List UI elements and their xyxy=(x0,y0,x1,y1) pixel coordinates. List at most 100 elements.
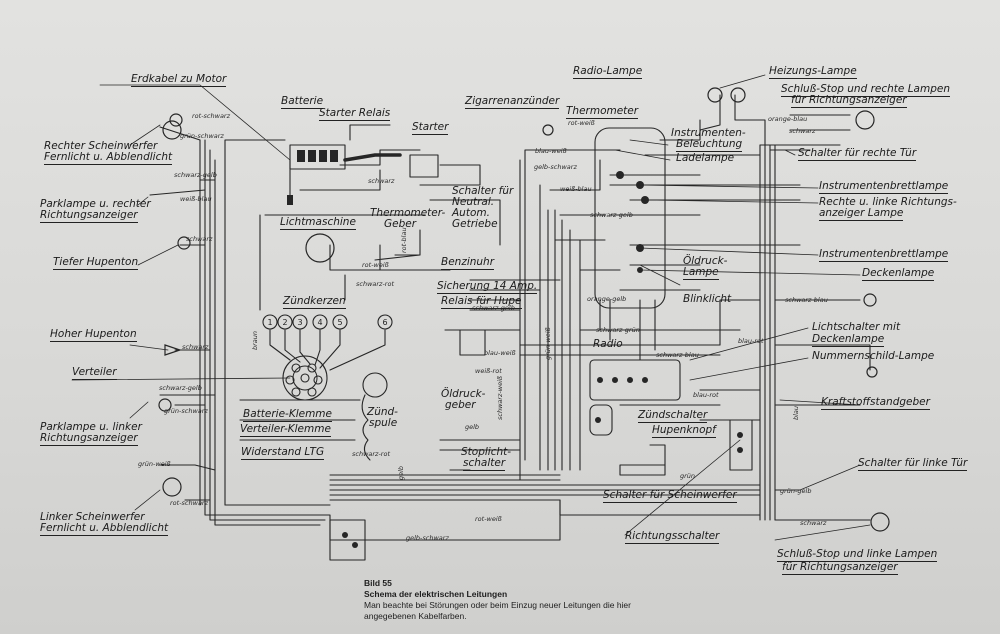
spark-plug-leads xyxy=(269,329,386,371)
label-ladelampe: Ladelampe xyxy=(676,152,735,164)
plug-3: 3 xyxy=(297,318,302,327)
wire-label: schwarz-gelb xyxy=(472,304,515,312)
wire-label: rot-weiß xyxy=(568,119,595,127)
direction-switch-box xyxy=(729,419,753,471)
label-lichtmaschine: Lichtmaschine xyxy=(280,216,356,230)
label-rechte-linke-2: anzeiger Lampe xyxy=(819,207,904,221)
harness-bottom-loop xyxy=(204,504,331,541)
wire-label: schwarz xyxy=(182,343,209,351)
label-oeldruck-lampe-1: Öldruck- xyxy=(683,255,728,267)
label-nummernschild: Nummernschild-Lampe xyxy=(812,350,935,362)
label-schalter-scheinwerfer: Schalter für Scheinwerfer xyxy=(603,489,737,503)
caption-number: Bild 55 xyxy=(364,578,392,588)
label-schalter-neutral-1: Schalter für xyxy=(452,185,514,197)
wire-label: schwarz xyxy=(186,235,213,243)
harness-top-trunk xyxy=(224,139,331,506)
plug-6: 6 xyxy=(382,318,387,327)
ignition-coil xyxy=(362,372,388,398)
harness-right-trunk xyxy=(759,144,776,521)
caption-title: Schema der elektrischen Leitungen xyxy=(364,589,508,599)
label-schluss-links-1: Schluß-Stop und linke Lampen xyxy=(777,548,938,562)
label-thermometer: Thermometer xyxy=(566,105,639,119)
wire-label: schwarz-gelb xyxy=(590,211,633,219)
wire-label: grün-weiß xyxy=(544,327,552,360)
label-sicherung: Sicherung 14 Amp. xyxy=(437,280,538,294)
label-parklampe-rechts-1: Parklampe u. rechter xyxy=(40,198,151,210)
wire-label: grün-schwarz xyxy=(180,132,224,140)
label-linker-sw-1: Linker Scheinwerfer xyxy=(40,511,145,523)
label-instr-bel-1: Instrumenten- xyxy=(671,127,746,139)
label-zuendspule-1: Zünd- xyxy=(367,406,398,418)
label-stoplicht-2: schalter xyxy=(463,457,506,471)
wire-label: weiß-blau xyxy=(180,195,212,203)
label-schluss-rechts-1: Schluß-Stop und rechte Lampen xyxy=(781,83,950,97)
label-instr-bel-2: Beleuchtung xyxy=(676,138,743,152)
figure-caption: Bild 55 Schema der elektrischen Leitunge… xyxy=(364,578,631,622)
label-hupenknopf: Hupenknopf xyxy=(652,424,716,438)
wire-label: schwarz xyxy=(800,519,827,527)
wire-label: schwarz-rot xyxy=(352,450,391,458)
label-tiefer-hupenton: Tiefer Hupenton xyxy=(53,256,139,270)
wire-label: schwarz xyxy=(789,127,816,135)
label-lichtschalter-2: Deckenlampe xyxy=(812,333,885,347)
wire-label: weiß-rot xyxy=(475,367,502,375)
label-lichtschalter-1: Lichtschalter mit xyxy=(812,321,901,333)
wire-label: blau-weiß xyxy=(484,349,516,357)
label-schluss-links-2: für Richtungsanzeiger xyxy=(782,561,898,575)
label-benzinuhr: Benzinuhr xyxy=(441,256,495,270)
plug-5: 5 xyxy=(337,318,342,327)
label-schalter-neutral-3: Autom. xyxy=(452,207,490,219)
label-zuendspule-2: spule xyxy=(369,417,398,429)
wire-label: grün-weiß xyxy=(138,460,171,468)
wire-label: weiß-blau xyxy=(560,185,592,193)
wire-label: gelb-schwarz xyxy=(406,534,449,542)
label-stoplicht-1: Stoplicht- xyxy=(461,446,512,458)
wire-label: rot-weiß xyxy=(475,515,502,523)
label-instr-brett-1: Instrumentenbrettlampe xyxy=(819,180,949,194)
wire-label: schwarz-blau xyxy=(785,296,828,304)
battery-body xyxy=(289,144,346,170)
wire-label: blau-rot xyxy=(693,391,719,399)
wire-label: grün-schwarz xyxy=(164,407,208,415)
label-linker-sw-2: Fernlicht u. Abblendlicht xyxy=(40,522,169,536)
label-parklampe-links-2: Richtungsanzeiger xyxy=(40,432,138,446)
label-zuendkerzen: Zündkerzen xyxy=(283,295,346,309)
harness-left-trunk xyxy=(199,139,226,506)
label-parklampe-links-1: Parklampe u. linker xyxy=(40,421,142,433)
wire-label: grün-gelb xyxy=(780,487,812,495)
wire-label: rot-blau xyxy=(400,227,408,253)
label-schalter-rechte-tuer: Schalter für rechte Tür xyxy=(798,147,917,161)
label-parklampe-rechts-2: Richtungsanzeiger xyxy=(40,209,138,223)
wire-label: rot-schwarz xyxy=(170,499,209,507)
label-heizungs-lampe: Heizungs-Lampe xyxy=(769,65,857,79)
label-widerstand: Widerstand LTG xyxy=(241,446,325,460)
wire-label: orange-gelb xyxy=(587,295,627,303)
wire-label: blau-rot xyxy=(738,337,764,345)
wire-label: schwarz-rot xyxy=(356,280,395,288)
wire-label: schwarz-grün xyxy=(596,326,640,334)
label-oeldruck-lampe-2: Lampe xyxy=(683,266,719,280)
plug-1: 1 xyxy=(267,318,272,327)
label-kraftstoff: Kraftstoffstandgeber xyxy=(821,396,930,410)
wire-label: schwarz-blau xyxy=(656,351,699,359)
instrument-cluster xyxy=(594,127,666,309)
dash-verticals xyxy=(524,159,581,471)
label-zuendschalter: Zündschalter xyxy=(638,409,708,423)
label-rechter-sw-1: Rechter Scheinwerfer xyxy=(44,140,158,152)
label-hoher-hupenton: Hoher Hupenton xyxy=(50,328,137,342)
wire-label: schwarz-weiß xyxy=(496,375,504,420)
label-verteiler-klemme: Verteiler-Klemme xyxy=(240,423,331,437)
label-thermo-geber-1: Thermometer- xyxy=(370,207,446,219)
plug-4: 4 xyxy=(317,318,322,327)
label-blinklicht: Blinklicht xyxy=(683,293,732,305)
wire-label: blau-weiß xyxy=(535,147,567,155)
wire-label: rot-schwarz xyxy=(192,112,231,120)
label-rechte-linke-1: Rechte u. linke Richtungs- xyxy=(819,196,957,208)
wire-label: schwarz xyxy=(368,177,395,185)
label-oeldruckgeber-2: geber xyxy=(445,399,476,411)
label-schalter-neutral-4: Getriebe xyxy=(452,218,498,230)
label-deckenlampe: Deckenlampe xyxy=(862,267,935,281)
label-batterie: Batterie xyxy=(281,95,324,109)
wire-label: schwarz-gelb xyxy=(174,171,217,179)
